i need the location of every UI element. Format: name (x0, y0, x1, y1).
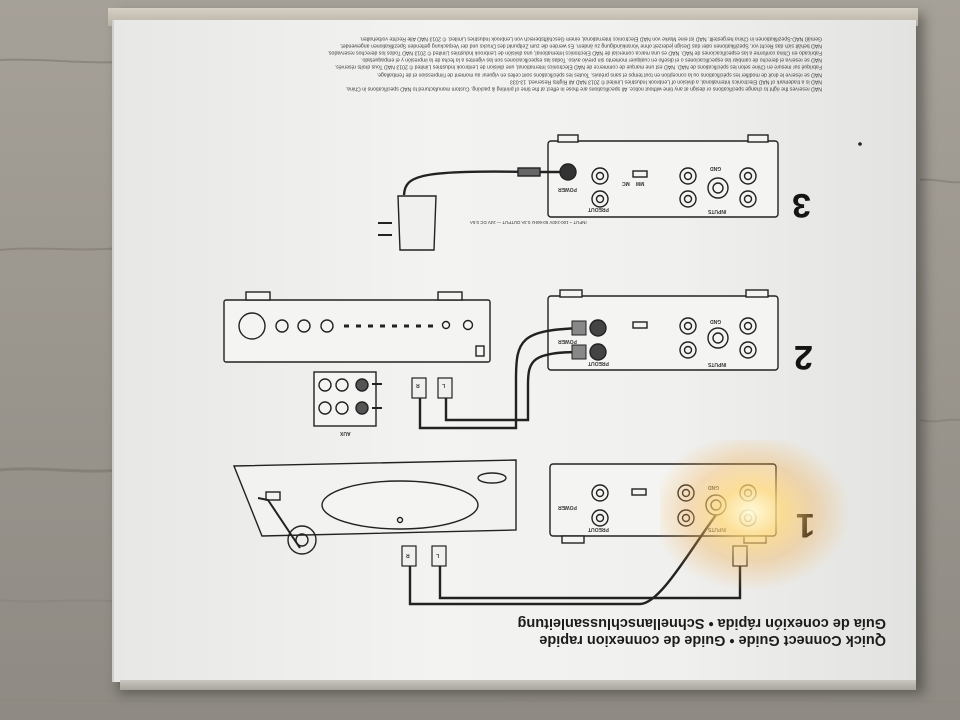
step2-preout-label: PREOUT (588, 360, 609, 366)
step2-plug-left-label: L (442, 382, 446, 388)
step3-power-label: POWER (558, 186, 577, 192)
step1-preamp (549, 463, 777, 544)
legal-line-7: NAD behält sich das Recht vor, Spezifika… (339, 42, 822, 49)
step2-amplifier (223, 291, 491, 363)
step2-inputs-label: INPUTS (708, 361, 727, 367)
legal-line-1: NAD reserves the right to change specifi… (345, 85, 822, 92)
legal-line-2: NAD is a trademark of NAD Electronics In… (509, 78, 822, 85)
box-bottom-edge (120, 680, 916, 690)
step3-switch-mm-label: MM (636, 180, 645, 186)
step1-power-label: POWER (558, 504, 577, 510)
step2-power-label: POWER (558, 338, 577, 344)
title-line-1: Quick Connect Guide • Guide de connexion… (539, 632, 886, 648)
step3-inputs-label: INPUTS (708, 208, 727, 214)
legal-line-3: NAD se réserve le droit de modifier les … (376, 71, 822, 78)
step2-preamp (547, 289, 779, 371)
step1-turntable (232, 459, 517, 555)
step3-preout-label: PREOUT (588, 206, 609, 212)
step2-plug-right-label: R (416, 382, 420, 388)
aux-jack-panel (313, 371, 382, 427)
step-number-1: 1 (796, 506, 815, 544)
step-number-2: 2 (794, 338, 813, 376)
step1-inputs-label: INPUTS (708, 526, 727, 532)
adapter-rating-label: INPUT ~ 100-240V 50-60Hz 0.3A OUTPUT — 2… (470, 220, 587, 225)
step1-plug-right-label: R (406, 552, 410, 558)
step2-gnd-label: GND (710, 318, 722, 324)
legal-line-6: Fabricado en China conforme a las especi… (327, 49, 822, 56)
step1-preout-label: PREOUT (588, 526, 609, 532)
legal-line-4: Fabriqué sur mesure en Chine selon les s… (334, 64, 822, 71)
power-cable (378, 167, 560, 251)
step1-plug-left-label: L (436, 552, 440, 558)
step3-switch-mc-label: MC (622, 180, 630, 186)
step1-gnd-label: GND (708, 484, 720, 490)
printed-dot (858, 142, 862, 146)
step3-gnd-label: GND (710, 165, 722, 171)
title-line-2: Guía de conexión rápida • Schnellanschlu… (517, 615, 886, 631)
legal-line-5: NAD se reserva el derecho de cambiar las… (361, 56, 822, 63)
step-number-3: 3 (792, 186, 811, 224)
legal-line-8: Gemäß NAD-Spezifikationen in China herge… (359, 35, 822, 42)
step2-rca-cables (411, 320, 587, 430)
quick-connect-title: Quick Connect Guide • Guide de connexion… (426, 614, 886, 648)
step3-preamp (547, 134, 779, 218)
aux-label: AUX (340, 430, 351, 436)
legal-notice: NAD reserves the right to change specifi… (232, 34, 822, 92)
